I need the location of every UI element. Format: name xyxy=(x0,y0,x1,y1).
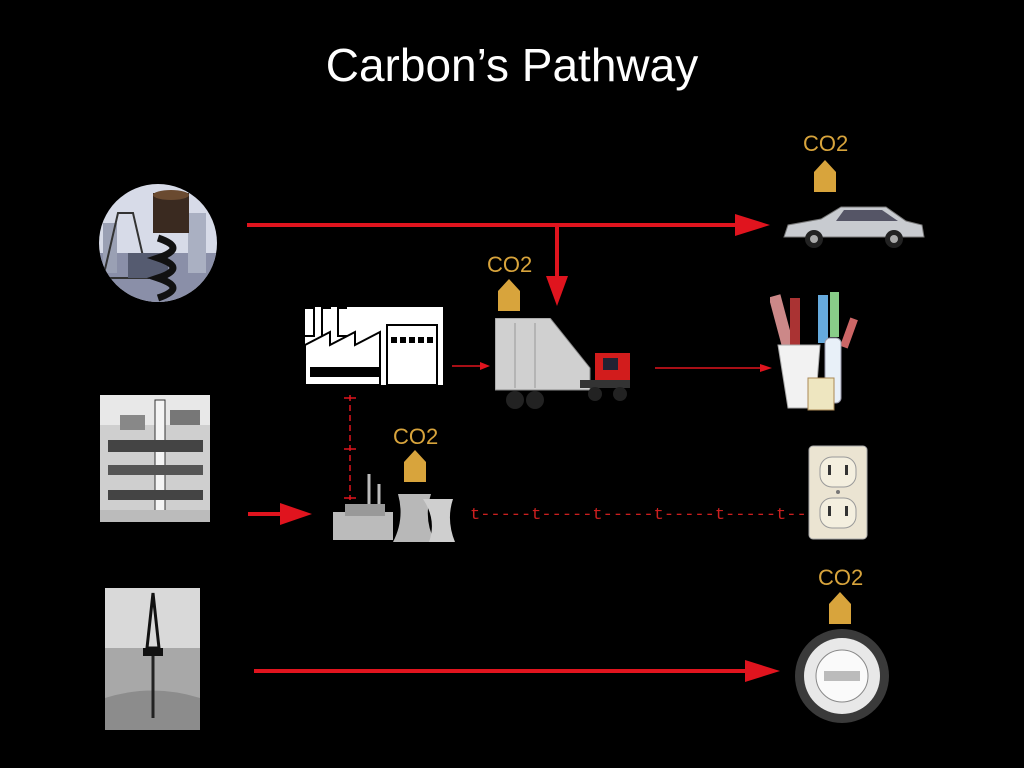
power-plant-icon xyxy=(333,474,455,542)
arrow-coal-to-power xyxy=(248,503,312,525)
electric-outlet-icon xyxy=(808,445,868,540)
oil-drilling-icon xyxy=(99,184,217,302)
co2-label-thermostat: CO2 xyxy=(818,565,863,591)
factory-icon xyxy=(305,307,443,385)
gas-well-icon xyxy=(105,588,200,730)
car-icon xyxy=(776,195,928,255)
arrow-branch-to-truck xyxy=(546,225,568,306)
co2-text: CO2 xyxy=(487,252,533,277)
slide-title: Carbon’s Pathway xyxy=(325,39,699,91)
arrow-truck-to-products xyxy=(655,364,772,372)
thermostat-icon xyxy=(795,629,889,723)
arrow-gas-to-thermostat xyxy=(254,660,780,682)
consumer-products-icon xyxy=(770,292,858,411)
co2-text: CO2 xyxy=(818,565,864,590)
co2-text: CO2 xyxy=(803,131,849,156)
arrow-oil-to-car xyxy=(247,214,770,236)
coal-mine-icon xyxy=(100,395,210,522)
co2-up-arrow-icon xyxy=(829,592,851,624)
co2-label-car: CO2 xyxy=(803,131,848,157)
arrow-factory-to-truck xyxy=(452,362,490,370)
co2-label-truck: CO2 xyxy=(487,252,532,278)
co2-up-arrow-icon xyxy=(814,160,836,192)
electric-line: t-----t-----t-----t-----t-----t-----t xyxy=(470,506,848,525)
truck-icon xyxy=(495,318,630,409)
co2-up-arrow-icon xyxy=(498,279,520,311)
co2-up-arrow-icon xyxy=(404,450,426,482)
co2-text: CO2 xyxy=(393,424,439,449)
dashed-connector-factory-power xyxy=(344,395,356,500)
co2-label-power: CO2 xyxy=(393,424,438,450)
